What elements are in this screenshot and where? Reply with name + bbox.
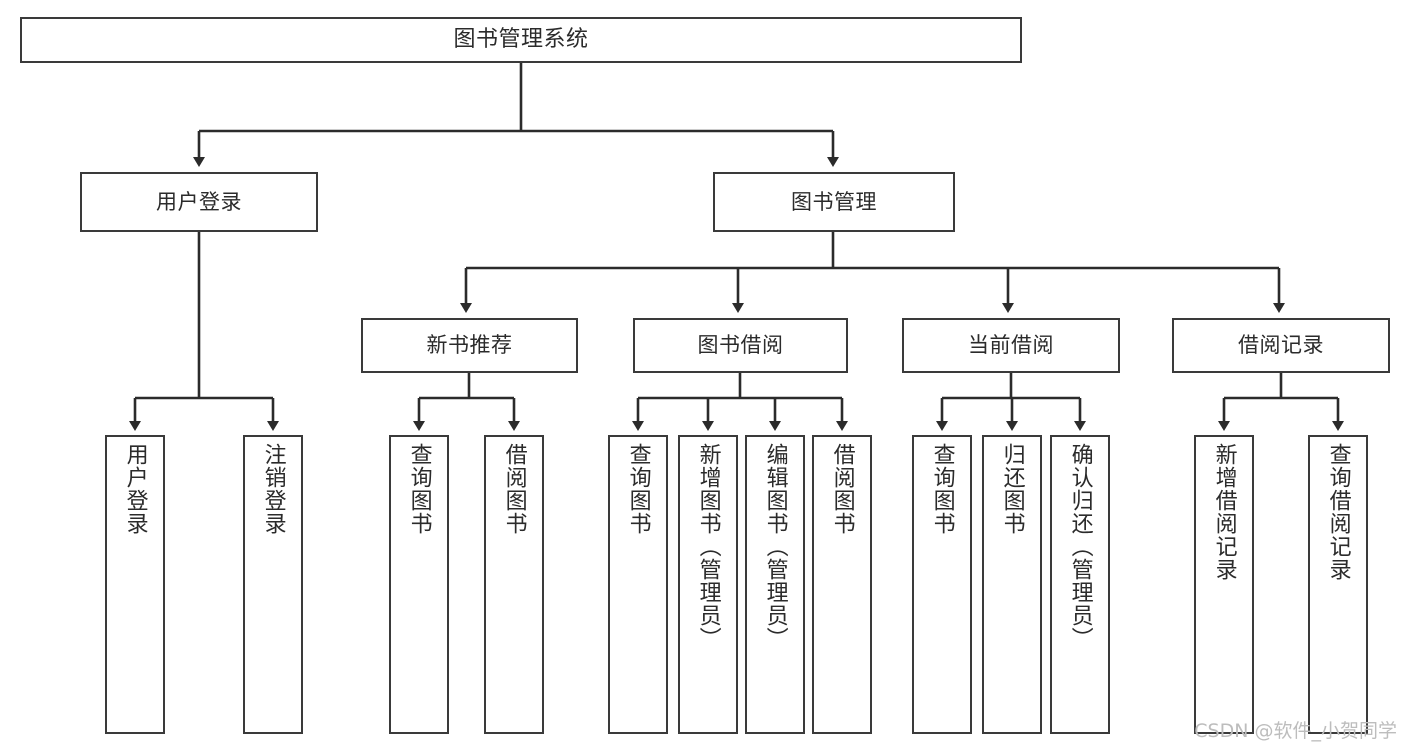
leaf-logout-label: 注销登录 xyxy=(260,443,286,535)
node-root[interactable]: 图书管理系统 xyxy=(20,17,1022,63)
node-current-borrow-label: 当前借阅 xyxy=(968,333,1054,358)
leaf-confirm-return-admin-label: 确认归还（管理员） xyxy=(1067,443,1093,650)
leaf-add-book-admin[interactable]: 新增图书（管理员） xyxy=(678,435,738,734)
node-book-borrow-label: 图书借阅 xyxy=(697,333,784,358)
leaf-query-book-borrow-label: 查询图书 xyxy=(625,443,651,535)
node-user-login[interactable]: 用户登录 xyxy=(80,172,318,232)
leaf-borrow-book-newbook-label: 借阅图书 xyxy=(501,443,527,535)
watermark-text: CSDN @软件_小贺同学 xyxy=(1194,720,1397,742)
leaf-edit-book-admin[interactable]: 编辑图书（管理员） xyxy=(745,435,805,734)
leaf-add-book-admin-label: 新增图书（管理员） xyxy=(695,443,721,650)
leaf-borrow-book-label: 借阅图书 xyxy=(829,443,855,535)
leaf-logout[interactable]: 注销登录 xyxy=(243,435,303,734)
leaf-query-borrow-record[interactable]: 查询借阅记录 xyxy=(1308,435,1368,734)
node-book-management-label: 图书管理 xyxy=(791,189,877,214)
leaf-edit-book-admin-label: 编辑图书（管理员） xyxy=(762,443,788,650)
node-root-label: 图书管理系统 xyxy=(453,27,589,53)
node-book-management[interactable]: 图书管理 xyxy=(713,172,955,232)
node-new-book-recommend-label: 新书推荐 xyxy=(426,333,513,358)
node-borrow-record-label: 借阅记录 xyxy=(1238,333,1324,358)
leaf-query-book-current[interactable]: 查询图书 xyxy=(912,435,972,734)
leaf-confirm-return-admin[interactable]: 确认归还（管理员） xyxy=(1050,435,1110,734)
leaf-return-book-label: 归还图书 xyxy=(999,443,1025,535)
leaf-return-book[interactable]: 归还图书 xyxy=(982,435,1042,734)
leaf-query-book-borrow[interactable]: 查询图书 xyxy=(608,435,668,734)
leaf-borrow-book-newbook[interactable]: 借阅图书 xyxy=(484,435,544,734)
leaf-user-login[interactable]: 用户登录 xyxy=(105,435,165,734)
leaf-user-login-label: 用户登录 xyxy=(122,443,148,535)
node-book-borrow[interactable]: 图书借阅 xyxy=(633,318,848,373)
leaf-query-book-newbook-label: 查询图书 xyxy=(406,443,432,535)
leaf-query-book-newbook[interactable]: 查询图书 xyxy=(389,435,449,734)
leaf-query-book-current-label: 查询图书 xyxy=(929,443,955,535)
node-new-book-recommend[interactable]: 新书推荐 xyxy=(361,318,578,373)
node-borrow-record[interactable]: 借阅记录 xyxy=(1172,318,1390,373)
leaf-query-borrow-record-label: 查询借阅记录 xyxy=(1325,443,1351,581)
leaf-add-borrow-record[interactable]: 新增借阅记录 xyxy=(1194,435,1254,734)
leaf-borrow-book[interactable]: 借阅图书 xyxy=(812,435,872,734)
node-user-login-label: 用户登录 xyxy=(156,189,242,214)
node-current-borrow[interactable]: 当前借阅 xyxy=(902,318,1120,373)
leaf-add-borrow-record-label: 新增借阅记录 xyxy=(1211,443,1237,581)
